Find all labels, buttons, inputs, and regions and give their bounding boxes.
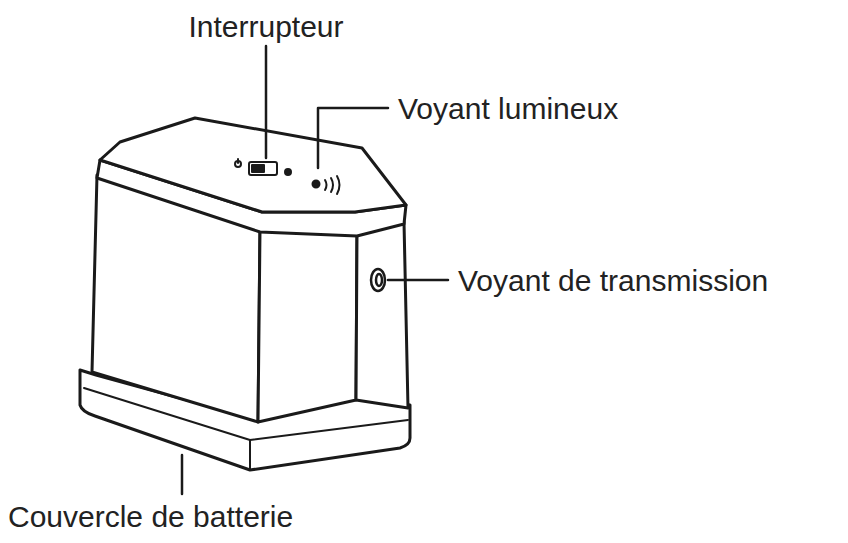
leader-cover xyxy=(181,455,184,494)
transmission-light xyxy=(371,269,385,291)
right-face xyxy=(258,230,357,422)
indicator-light xyxy=(313,176,340,194)
leader-transmission xyxy=(388,279,448,282)
switch-label: Interrupteur xyxy=(188,10,343,43)
side-face xyxy=(356,222,408,408)
indicator-label: Voyant lumineux xyxy=(398,92,618,125)
transmission-label: Voyant de transmission xyxy=(458,264,768,297)
cover-label: Couvercle de batterie xyxy=(8,500,293,533)
leader-indicator xyxy=(318,108,388,168)
leader-switch xyxy=(265,46,268,158)
switch xyxy=(235,159,291,175)
top-face xyxy=(100,118,406,212)
